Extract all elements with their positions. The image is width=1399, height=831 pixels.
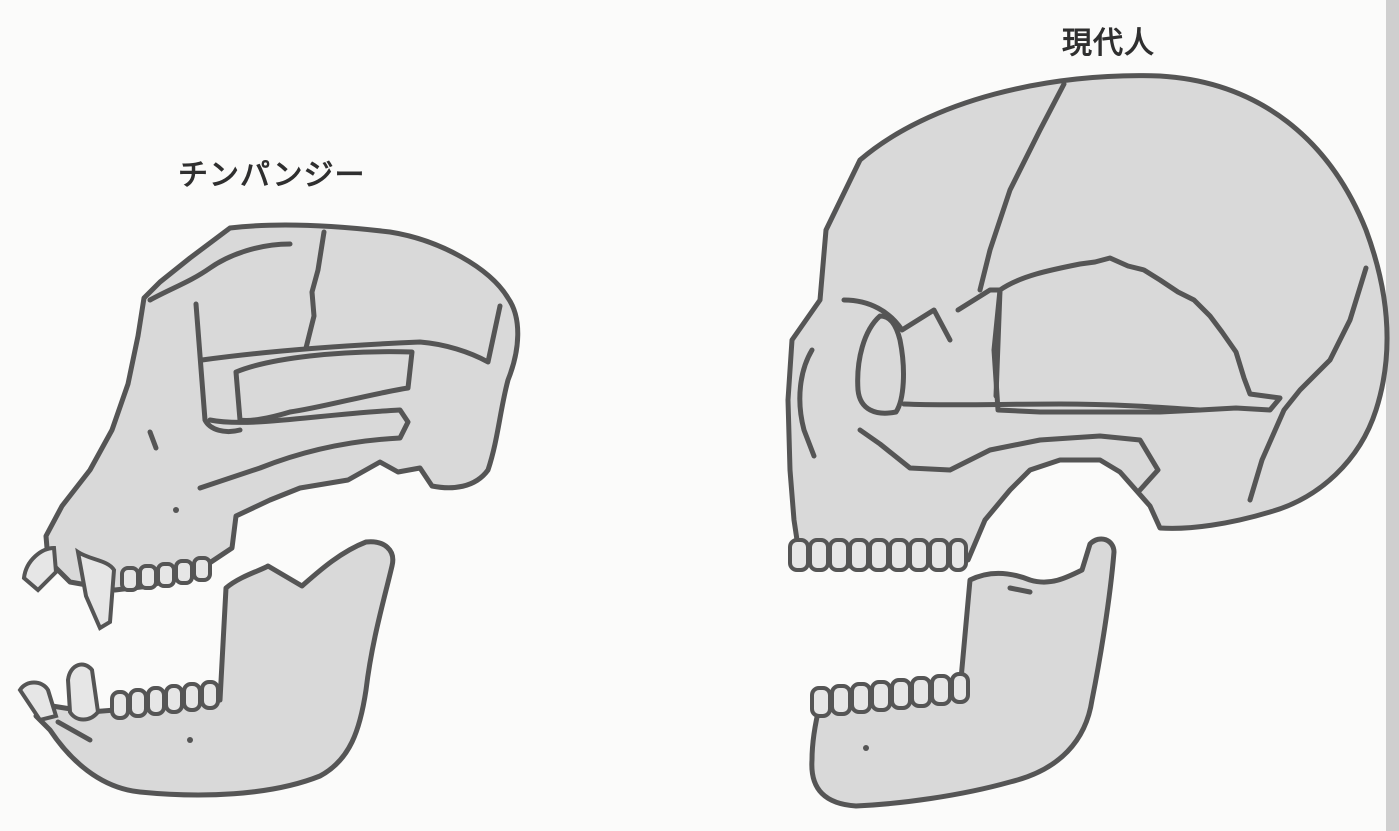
chimp-upper-incisor bbox=[24, 548, 56, 590]
chimpanzee-skull bbox=[20, 225, 518, 795]
chimp-lower-incisor bbox=[20, 683, 56, 721]
chimp-mental-foramen bbox=[187, 737, 193, 743]
modern-human-skull bbox=[788, 76, 1387, 806]
human-mental-foramen bbox=[863, 745, 869, 751]
human-upper-teeth bbox=[790, 540, 966, 570]
page-edge-shadow bbox=[1386, 0, 1399, 831]
chimp-foramen bbox=[173, 507, 179, 513]
chimp-upper-canine bbox=[78, 552, 114, 628]
chimp-lower-canine bbox=[68, 665, 98, 720]
